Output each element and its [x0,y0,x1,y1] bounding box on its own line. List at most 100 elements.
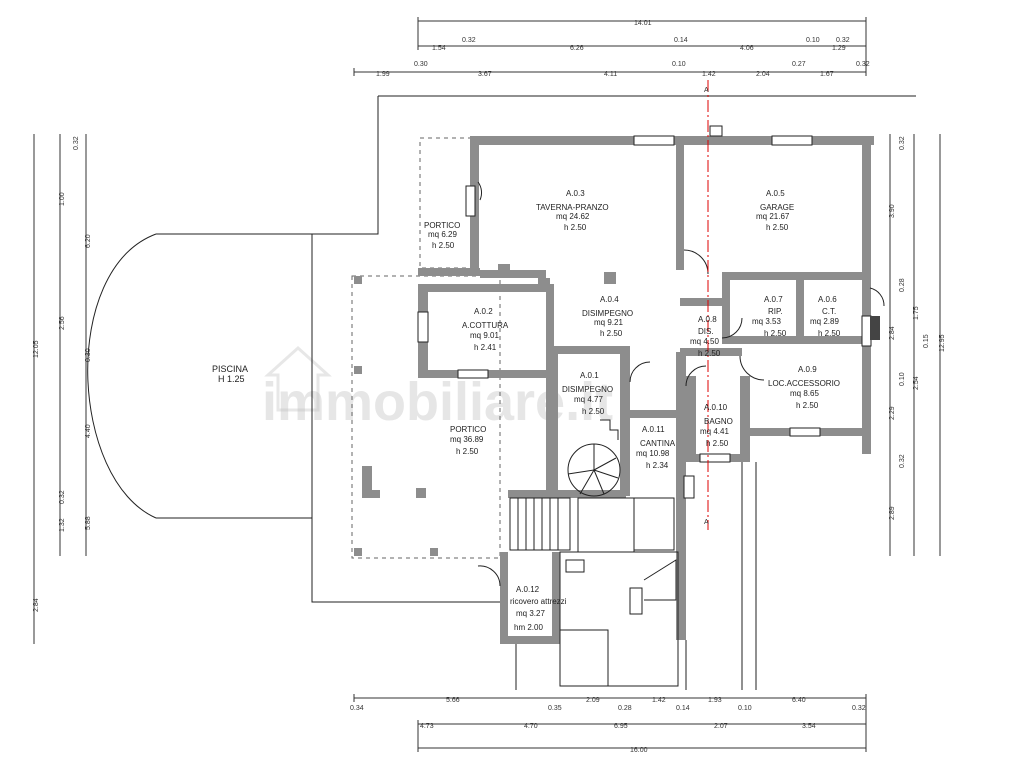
dim-bot-r2-5: 3.54 [802,723,816,730]
room-name: DISIMPEGNO [562,385,613,394]
dim-left-8: 0.32 [59,490,66,504]
dim-top-r3-5: 1.99 [376,71,390,78]
room-ricovero: A.0.12 ricovero attrezzi mq 3.27 hm 2.00 [510,585,567,632]
room-area: mq 4.77 [574,395,603,404]
room-height: h 2.50 [600,329,623,338]
dim-bot-r2-3: 6.95 [614,723,628,730]
dim-top-r3-3: 0.27 [792,61,806,68]
dim-right-9: 0.32 [899,454,906,468]
room-name: GARAGE [760,203,794,212]
room-height: h 2.50 [766,223,789,232]
room-height: h 2.50 [582,407,605,416]
right-dimensions: 0.32 3.90 0.28 1.75 0.15 2.84 0.10 2.29 … [889,134,946,556]
dim-right-8: 2.29 [889,406,896,420]
dim-bot-r2-1: 4.73 [420,723,434,730]
room-code: A.0.11 [642,425,665,434]
dim-right-10: 12.95 [939,334,946,352]
room-loc-accessorio: A.0.9 LOC.ACCESSORIO mq 8.65 h 2.50 [768,365,840,410]
dim-top-r2-3: 0.10 [806,37,820,44]
dim-top-r2-4: 0.32 [836,37,850,44]
room-area: mq 3.27 [516,609,545,618]
dim-top-r3-7: 4.11 [604,71,617,78]
room-height: h 2.50 [706,439,729,448]
room-height: h 2.50 [432,241,455,250]
room-area: mq 21.67 [756,212,790,221]
dim-bot-r1-4: 2.09 [586,697,600,704]
room-name: TAVERNA-PRANZO [536,203,609,212]
dim-bot-r1-2: 5.66 [446,697,460,704]
room-bagno: A.0.10 BAGNO mq 4.41 h 2.50 [700,403,733,448]
room-area: mq 10.98 [636,449,670,458]
dim-right-4: 1.75 [913,306,920,320]
dim-left-7: 4.40 [85,424,92,438]
room-code: A.0.12 [516,585,540,594]
dim-top-r3-9: 2.04 [756,71,770,78]
dim-top-r2-5: 1.54 [432,45,446,52]
room-portico-small: PORTICO mq 6.29 h 2.50 [424,221,460,250]
dim-right-3: 0.28 [899,278,906,292]
room-area: mq 6.29 [428,230,457,239]
watermark-logo-icon [264,345,332,412]
room-name: ricovero attrezzi [510,597,567,606]
bottom-dimensions: 0.34 5.66 0.35 2.09 0.28 1.42 0.14 1.93 … [350,694,867,754]
dim-bot-r1-6: 1.42 [652,697,666,704]
dim-bot-r1-10: 6.40 [792,697,806,704]
room-height: h 2.50 [818,329,841,338]
dim-right-11: 2.54 [913,376,920,390]
dim-right-7: 0.10 [899,372,906,386]
room-area: mq 8.65 [790,389,819,398]
room-area: mq 2.89 [810,317,839,326]
dim-left-9: 1.32 [59,518,66,532]
room-area: mq 3.53 [752,317,781,326]
dim-bot-r1-1: 0.34 [350,705,364,712]
room-name: PORTICO [450,425,486,434]
dim-left-6: 12.05 [33,340,40,358]
room-name: CANTINA [640,439,676,448]
room-area: mq 4.41 [700,427,729,436]
room-code: A.0.3 [566,189,585,198]
room-height: h 2.50 [456,447,479,456]
dim-top-r2-1: 0.32 [462,37,476,44]
room-area: mq 9.01 [470,331,499,340]
room-code: A.0.8 [698,315,717,324]
room-rip: A.0.7 RIP. mq 3.53 h 2.50 [752,295,787,338]
room-code: A.0.7 [764,295,783,304]
dim-right-1: 0.32 [899,136,906,150]
dim-bot-r1-8: 1.93 [708,697,722,704]
room-code: A.0.10 [704,403,728,412]
room-code: A.0.9 [798,365,817,374]
room-code: A.0.4 [600,295,619,304]
room-labels: A.0.3 TAVERNA-PRANZO mq 24.62 h 2.50 A.0… [424,189,841,632]
dim-left-10: 5.88 [85,516,92,530]
room-disimpegno-1: A.0.1 DISIMPEGNO mq 4.77 h 2.50 [562,371,613,416]
room-cottura: A.0.2 A.COTTURA mq 9.01 h 2.41 [462,307,509,352]
room-cantina: A.0.11 CANTINA mq 10.98 h 2.34 [636,425,676,470]
dim-left-11: 2.84 [33,598,40,612]
dim-left-1: 0.32 [73,136,80,150]
dim-bot-r1-3: 0.35 [548,705,562,712]
room-height: h 2.50 [698,349,721,358]
top-dimensions: 14.01 0.32 0.14 0.10 0.32 1.54 6.26 4.06… [353,17,870,78]
dim-right-6: 2.84 [889,326,896,340]
section-mark-top: A [704,87,709,94]
dim-top-r3-1: 0.30 [414,61,428,68]
dim-bot-r1-11: 0.32 [852,705,866,712]
room-area: mq 4.50 [690,337,719,346]
room-name: C.T. [822,307,836,316]
room-dis: A.0.8 DIS. mq 4.50 h 2.50 [690,315,721,358]
dim-bot-r2-2: 4.70 [524,723,538,730]
dim-top-r2-7: 4.06 [740,45,754,52]
room-height: h 2.50 [796,401,819,410]
dim-right-2: 3.90 [889,204,896,218]
dim-bot-total: 16.00 [630,747,648,754]
room-height: h 2.50 [564,223,587,232]
room-area: mq 24.62 [556,212,590,221]
room-height: h 2.41 [474,343,497,352]
room-name: DIS. [698,327,714,336]
room-area: mq 36.89 [450,435,484,444]
pool-label: PISCINA [212,364,248,374]
dim-bot-r2-4: 2.07 [714,723,728,730]
details [417,125,885,690]
site-outline [156,95,916,603]
